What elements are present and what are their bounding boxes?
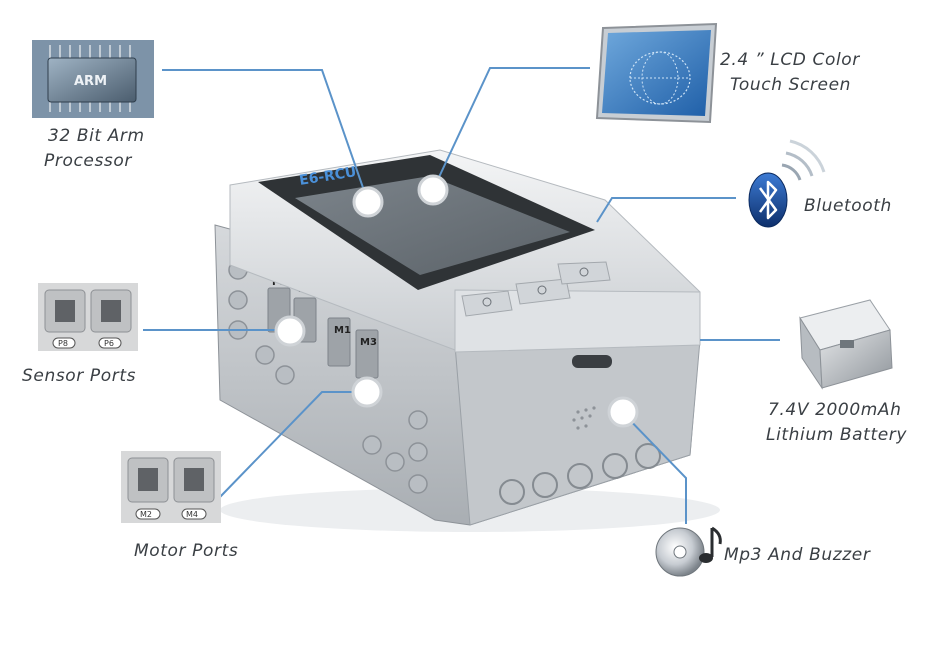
processor-line-2: Processor bbox=[44, 151, 132, 171]
usb-c-port bbox=[572, 355, 612, 368]
bluetooth-icon bbox=[748, 139, 826, 228]
leader-lines bbox=[143, 67, 780, 524]
battery-line-2: Lithium Battery bbox=[766, 425, 908, 445]
port-text-m3: M3 bbox=[360, 337, 377, 348]
lcd-screen-icon bbox=[595, 22, 718, 124]
callout-motor: Motor Ports bbox=[134, 539, 238, 564]
battery-line-1: 7.4V 2000mAh bbox=[768, 400, 902, 420]
callout-processor: 32 Bit Arm Processor bbox=[44, 124, 145, 174]
robot-controller-device: P5 P7 M1 M3 E6-RCU bbox=[214, 149, 720, 532]
sensor-ports-icon: P8 P6 bbox=[38, 283, 138, 351]
lcd-line-2: Touch Screen bbox=[730, 75, 852, 95]
power-icon bbox=[537, 285, 547, 295]
device-front-bevel bbox=[454, 289, 701, 353]
callout-markers bbox=[274, 174, 639, 428]
leader-processor bbox=[162, 69, 369, 203]
marker-processor bbox=[352, 186, 384, 218]
marker-audio bbox=[607, 396, 639, 428]
arm-chip-icon: ARM bbox=[32, 40, 154, 118]
power-button[interactable] bbox=[515, 278, 571, 305]
left-button-icon bbox=[482, 297, 492, 307]
speaker-grille bbox=[572, 406, 596, 430]
motor-text: Motor Ports bbox=[134, 541, 239, 561]
leader-bluetooth bbox=[596, 197, 736, 223]
motor-port-label-m2: M2 bbox=[140, 510, 152, 519]
music-disc-icon bbox=[655, 526, 722, 577]
bluetooth-text: Bluetooth bbox=[804, 196, 892, 216]
callout-sensor: Sensor Ports bbox=[22, 364, 136, 389]
device-buttons bbox=[461, 261, 611, 317]
processor-line-1: 32 Bit Arm bbox=[48, 126, 145, 146]
right-button-icon bbox=[579, 267, 589, 277]
sensor-port-label-p6: P6 bbox=[104, 339, 114, 348]
sensor-port-label-p8: P8 bbox=[58, 339, 68, 348]
motor-port-label-m4: M4 bbox=[186, 510, 198, 519]
marker-lcd bbox=[417, 174, 449, 206]
port-text-m1: M1 bbox=[334, 325, 351, 336]
leader-lcd bbox=[432, 67, 590, 191]
callout-bluetooth: Bluetooth bbox=[804, 194, 892, 219]
front-lego-holes bbox=[499, 443, 661, 505]
callout-audio: Mp3 And Buzzer bbox=[724, 543, 870, 568]
left-button[interactable] bbox=[461, 290, 513, 317]
leader-audio bbox=[622, 412, 687, 524]
callout-lcd: 2.4 ” LCD Color Touch Screen bbox=[720, 48, 860, 98]
lcd-line-1: 2.4 ” LCD Color bbox=[720, 50, 860, 70]
marker-sensor bbox=[274, 315, 306, 347]
battery-icon bbox=[799, 299, 893, 390]
audio-text: Mp3 And Buzzer bbox=[724, 545, 871, 565]
sensor-text: Sensor Ports bbox=[22, 366, 137, 386]
right-button[interactable] bbox=[557, 261, 611, 285]
marker-motor bbox=[351, 376, 383, 408]
motor-ports-icon: M2 M4 bbox=[121, 451, 221, 523]
callout-battery: 7.4V 2000mAh Lithium Battery bbox=[766, 398, 907, 448]
chip-text: ARM bbox=[74, 74, 107, 89]
